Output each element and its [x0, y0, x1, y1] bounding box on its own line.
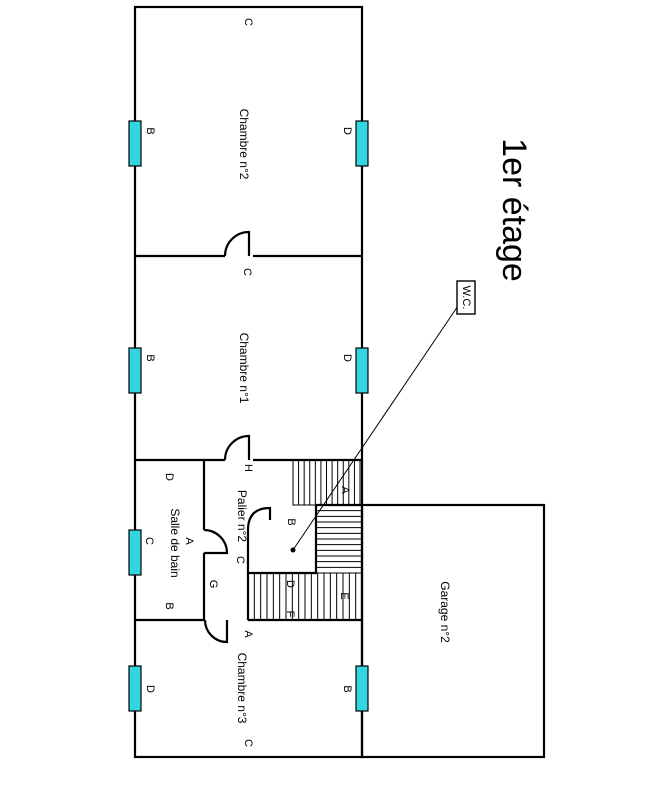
mark-stairs-a: A	[339, 486, 351, 494]
mark-stairs-f: F	[284, 611, 296, 618]
room-label-garage: Garage n°2	[438, 581, 452, 643]
floor-title-text: 1er étage	[495, 138, 533, 282]
mark-chambre2-left: B	[144, 127, 156, 134]
doors	[203, 230, 251, 644]
door-salle-de-bain	[203, 528, 229, 555]
mark-chambre3-a: A	[242, 630, 254, 638]
room-label-chambre2: Chambre n°2	[237, 109, 251, 180]
mark-palier-c: C	[234, 556, 246, 564]
mark-chambre3-right: B	[341, 685, 353, 692]
window-chambre3-right	[355, 665, 369, 712]
mark-chambre3-c: C	[242, 739, 254, 747]
mark-sdb-a: A	[183, 537, 195, 545]
mark-palier-g: G	[207, 580, 219, 589]
mark-stairs-e: E	[338, 592, 350, 599]
window-chambre3-left	[128, 665, 142, 712]
mark-stairs-d: D	[284, 580, 296, 588]
room-label-chambre1: Chambre n°1	[237, 333, 251, 404]
mark-sdb-b: B	[163, 602, 175, 609]
outer-walls	[133, 5, 546, 759]
door-chambre3	[203, 619, 229, 644]
room-label-chambre3: Chambre n°3	[235, 653, 249, 724]
room-label-palier: Palier n°2	[235, 490, 249, 542]
wc-callout: W.C.	[290, 280, 476, 553]
window-chambre2-left	[128, 120, 142, 167]
mark-chambre1-left: B	[144, 354, 156, 361]
mark-chambre2-right: D	[341, 127, 353, 135]
room-label-salle-de-bain: Salle de bain	[168, 508, 182, 577]
mark-sdb-c: C	[143, 537, 155, 545]
stair-steps-middle	[316, 510, 362, 568]
mark-chambre1-right: D	[341, 354, 353, 362]
window-chambre1-left	[128, 347, 142, 394]
wc-label: W.C.	[460, 286, 472, 310]
window-chambre1-right	[355, 347, 369, 394]
wall-marks: C B D C B D H B C G D A C B A E D F A D …	[143, 18, 353, 747]
window-salle-de-bain	[128, 529, 142, 576]
window-chambre2-right	[355, 120, 369, 167]
mark-chambre3-left: D	[144, 685, 156, 693]
door-chambre2	[223, 230, 251, 257]
windows	[128, 120, 369, 712]
stairs	[247, 459, 363, 621]
mark-chambre1-door: H	[242, 464, 254, 472]
mark-chambre2-top: C	[242, 18, 254, 26]
mark-chambre2-door: C	[241, 268, 253, 276]
stair-steps-lower	[253, 573, 357, 620]
floor-title: 1er étage	[495, 138, 533, 282]
door-chambre1	[223, 434, 251, 461]
mark-sdb-d: D	[163, 473, 175, 481]
mark-palier-b: B	[285, 518, 297, 525]
stair-steps-upper	[298, 460, 355, 505]
